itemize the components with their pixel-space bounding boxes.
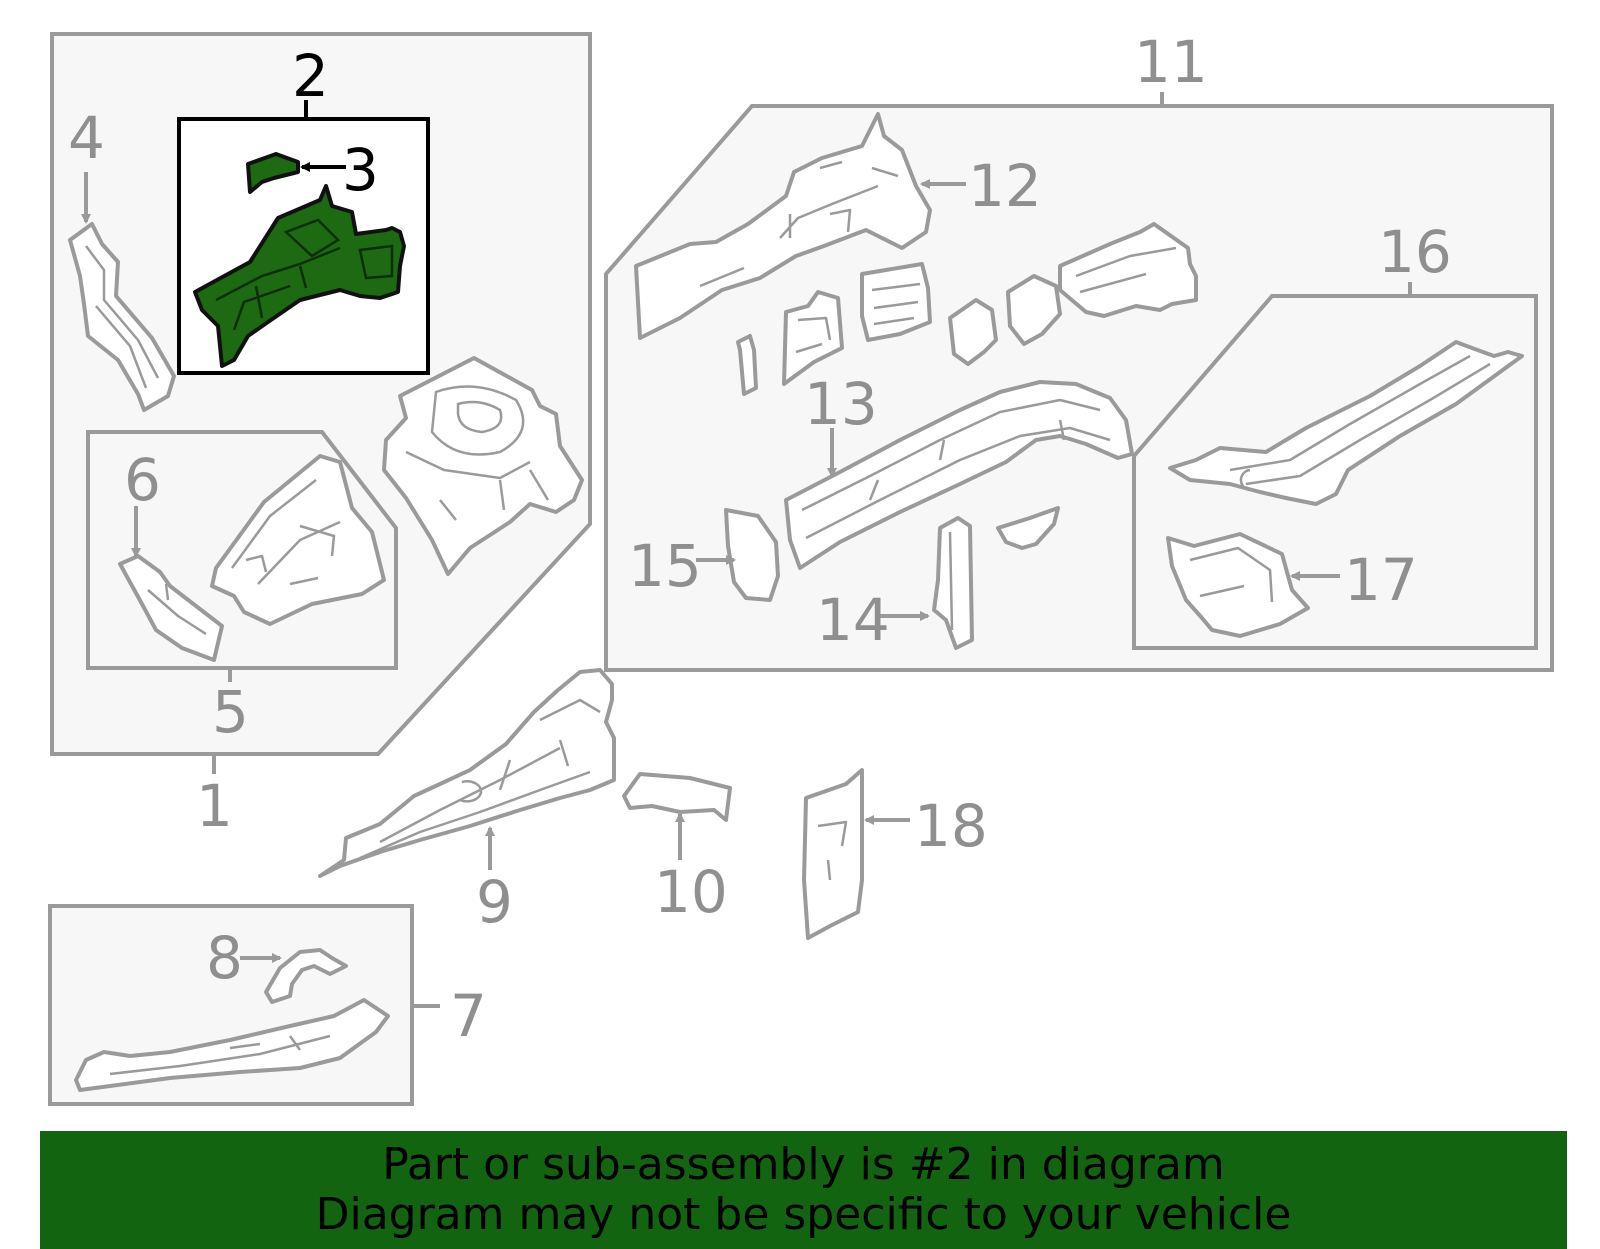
callout-9: 9 xyxy=(476,868,513,936)
part-16-detail xyxy=(1229,354,1491,492)
part-16-shape[interactable] xyxy=(1168,340,1524,506)
part-5-shape[interactable] xyxy=(210,454,386,626)
part-18-shape[interactable] xyxy=(802,768,864,940)
callout-1: 1 xyxy=(196,772,233,840)
wheelhouse-detail xyxy=(405,385,550,521)
bracket-small-6[interactable] xyxy=(1058,222,1198,318)
callout-4: 4 xyxy=(68,104,105,172)
bracket-small-3-detail xyxy=(871,282,921,326)
part-6-shape[interactable] xyxy=(118,554,224,662)
callout-10: 10 xyxy=(654,858,728,926)
bracket-small-2[interactable] xyxy=(782,290,844,386)
bracket-small-5[interactable] xyxy=(1006,274,1062,346)
bracket-small-4[interactable] xyxy=(948,298,998,366)
callout-13: 13 xyxy=(804,370,878,438)
part-14-shape[interactable] xyxy=(932,516,974,650)
callout-11: 11 xyxy=(1134,28,1208,96)
part-12-detail xyxy=(699,160,899,288)
banner-line-2: Diagram may not be specific to your vehi… xyxy=(315,1189,1292,1240)
bracket-small-2-detail xyxy=(795,316,832,354)
callout-3: 3 xyxy=(342,136,379,204)
part-2-detail xyxy=(215,218,394,331)
part-4-shape[interactable] xyxy=(68,222,176,412)
part-7-detail xyxy=(109,1034,331,1076)
part-14-detail xyxy=(948,531,954,631)
part-3-shape[interactable] xyxy=(246,152,300,194)
bracket-small-6-detail xyxy=(1075,246,1177,294)
part-2-shape[interactable] xyxy=(193,184,406,368)
banner-line-1: Part or sub-assembly is #2 in diagram xyxy=(382,1139,1225,1190)
part-10-shape[interactable] xyxy=(622,772,732,822)
callout-7: 7 xyxy=(450,982,487,1050)
small-cup-part[interactable] xyxy=(996,506,1060,550)
part-17-detail xyxy=(1189,546,1274,603)
callout-2: 2 xyxy=(292,42,329,110)
callout-16: 16 xyxy=(1378,218,1452,286)
callout-6: 6 xyxy=(124,446,161,514)
part-18-detail xyxy=(817,820,848,881)
part-4-detail xyxy=(85,245,160,389)
part-8-shape[interactable] xyxy=(264,948,348,1004)
callout-14: 14 xyxy=(816,586,890,654)
info-banner: Part or sub-assembly is #2 in diagram Di… xyxy=(40,1131,1567,1249)
part-9-shape[interactable] xyxy=(318,668,616,878)
part-17-shape[interactable] xyxy=(1166,532,1310,638)
part-7-shape[interactable] xyxy=(74,998,390,1092)
callout-15: 15 xyxy=(628,532,702,600)
part-13-shape[interactable] xyxy=(784,380,1134,570)
part-9-detail xyxy=(359,698,601,860)
callout-17: 17 xyxy=(1344,546,1418,614)
callout-8: 8 xyxy=(206,924,243,992)
callout-12: 12 xyxy=(968,152,1042,220)
callout-18: 18 xyxy=(914,792,988,860)
bracket-small-3[interactable] xyxy=(860,262,932,342)
part-13-detail xyxy=(801,398,1111,540)
bracket-small-1[interactable] xyxy=(736,334,758,396)
callout-5: 5 xyxy=(212,678,249,746)
part-5-detail xyxy=(230,479,341,586)
part-6-detail xyxy=(147,583,207,636)
